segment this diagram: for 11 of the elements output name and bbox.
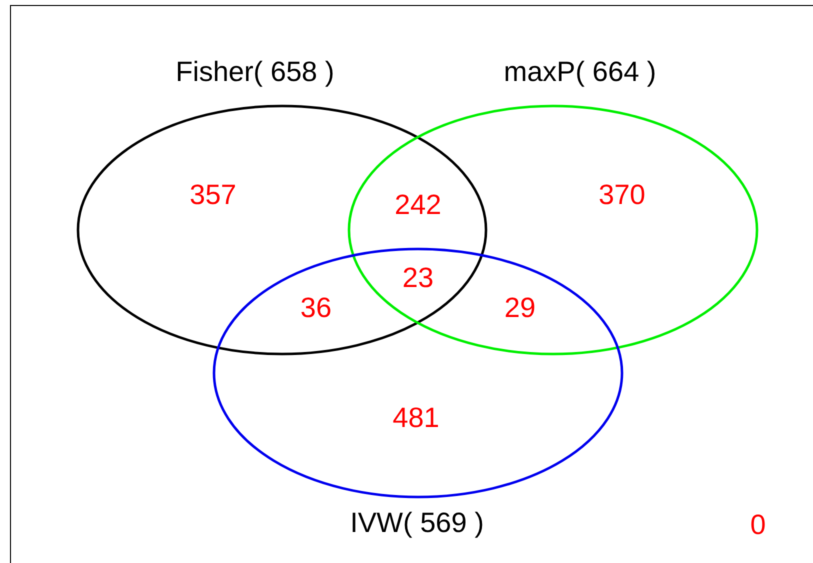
region-count: 242 <box>394 189 442 221</box>
set-title: maxP( 664 ) <box>502 56 658 88</box>
region-count: 481 <box>392 402 440 434</box>
set-title: Fisher( 658 ) <box>174 56 336 88</box>
region-count: 23 <box>402 262 434 294</box>
region-count: 29 <box>504 292 536 324</box>
set-title: IVW( 569 ) <box>349 507 485 539</box>
region-count: 36 <box>300 292 332 324</box>
region-count: 370 <box>598 179 646 211</box>
region-count: 357 <box>190 179 236 211</box>
region-count: 0 <box>750 509 766 541</box>
